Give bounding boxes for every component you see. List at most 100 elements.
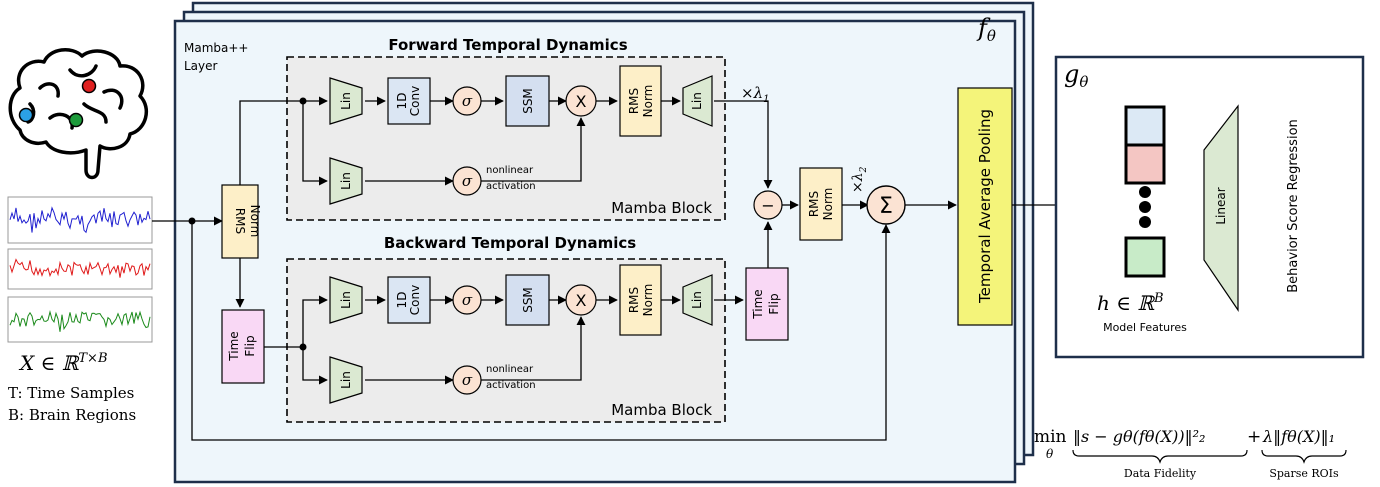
lin-forward-1: Lin <box>329 77 363 125</box>
svg-text:Lin: Lin <box>690 291 704 309</box>
svg-text:Linear: Linear <box>1214 187 1228 224</box>
svg-text:θ: θ <box>1046 447 1054 461</box>
feature-label: Model Features <box>1103 321 1187 334</box>
conv-backward: 1D Conv <box>387 276 431 324</box>
svg-text:σ: σ <box>462 291 473 309</box>
svg-text:Time: Time <box>751 289 765 319</box>
signal-green <box>9 310 151 332</box>
input-signals <box>7 196 153 343</box>
input-desc-time: T: Time Samples <box>8 384 134 402</box>
svg-text:X: X <box>576 92 587 111</box>
linear-layer: Linear <box>1203 104 1239 312</box>
rms-norm-backward: RMS Norm <box>619 264 662 336</box>
svg-text:Lin: Lin <box>339 172 353 190</box>
svg-text:SSM: SSM <box>521 287 535 313</box>
svg-text:Lin: Lin <box>339 291 353 309</box>
sum-node: Σ <box>866 185 906 225</box>
lin-forward-out: Lin <box>682 75 713 127</box>
svg-text:Conv: Conv <box>408 285 422 315</box>
svg-text:min: min <box>1034 427 1067 447</box>
regression-label: Behavior Score Regression <box>1286 119 1301 293</box>
nonlinear-label-forward-2: activation <box>486 181 536 192</box>
lin-backward-1: Lin <box>329 276 363 324</box>
feature-ellipsis-dot <box>1139 186 1151 198</box>
nonlinear-label-backward-1: nonlinear <box>486 364 534 375</box>
rms-norm-layer: RMS Norm <box>221 184 262 259</box>
forward-mamba-label: Mamba Block <box>611 199 712 217</box>
backward-mamba-label: Mamba Block <box>611 401 712 419</box>
svg-text:Norm: Norm <box>641 85 655 118</box>
nonlinear-label-forward-1: nonlinear <box>486 165 534 176</box>
svg-text:Flip: Flip <box>243 335 257 356</box>
feature-cell-red <box>1124 143 1166 185</box>
svg-text:+: + <box>1247 427 1261 447</box>
sigma-forward-1: σ <box>452 86 482 116</box>
time-flip-2: Time Flip <box>745 267 789 341</box>
feature-cell-blue <box>1124 105 1166 147</box>
lin-backward-out: Lin <box>682 274 713 326</box>
layer-label-line2: Layer <box>184 59 218 73</box>
svg-text:σ: σ <box>462 92 473 110</box>
svg-text:Σ: Σ <box>879 194 893 219</box>
svg-text:−: − <box>761 196 774 215</box>
objective-formula: min θ ‖s − gθ(fθ(X))‖²₂ + λ‖fθ(X)‖₁ Data… <box>1034 427 1347 480</box>
junction-dot <box>299 343 307 351</box>
svg-text:λ‖fθ(X)‖₁: λ‖fθ(X)‖₁ <box>1262 427 1335 446</box>
g-theta-label: gθ <box>1064 60 1088 91</box>
svg-text:Norm: Norm <box>248 205 262 238</box>
rms-norm-forward: RMS Norm <box>619 65 662 137</box>
time-flip-1: Time Flip <box>221 309 265 384</box>
svg-text:RMS: RMS <box>627 88 641 114</box>
feature-math: h ∈ ℝB <box>1097 291 1164 315</box>
sigma-backward-1: σ <box>452 285 482 315</box>
lambda2-label: ×λ2 <box>850 166 869 193</box>
svg-text:Conv: Conv <box>408 86 422 116</box>
brain-region-dot <box>68 112 84 128</box>
svg-text:σ: σ <box>462 172 473 190</box>
junction-dot <box>299 97 307 105</box>
input-math: X ∈ ℝT×B <box>18 351 108 375</box>
svg-text:RMS: RMS <box>627 287 641 313</box>
svg-text:1D: 1D <box>395 93 409 110</box>
temporal-average-pooling: Temporal Average Pooling <box>957 87 1013 326</box>
nonlinear-label-backward-2: activation <box>486 380 536 391</box>
svg-text:RMS: RMS <box>233 208 247 234</box>
svg-text:Lin: Lin <box>339 92 353 110</box>
forward-title: Forward Temporal Dynamics <box>388 36 627 54</box>
backward-title: Backward Temporal Dynamics <box>384 234 636 252</box>
signal-blue <box>9 206 151 234</box>
sigma-forward-2: σ <box>452 166 482 196</box>
feature-ellipsis-dot <box>1139 216 1151 228</box>
ssm-forward: SSM <box>505 75 550 127</box>
svg-text:Temporal Average Pooling: Temporal Average Pooling <box>976 109 994 304</box>
multiply-backward: X <box>565 284 597 316</box>
signal-red <box>9 258 151 278</box>
svg-text:Flip: Flip <box>767 293 781 314</box>
svg-text:Lin: Lin <box>339 371 353 389</box>
svg-text:Norm: Norm <box>821 188 835 221</box>
multiply-forward: X <box>565 85 597 117</box>
svg-text:SSM: SSM <box>521 88 535 114</box>
svg-text:Data Fidelity: Data Fidelity <box>1124 467 1197 480</box>
feature-ellipsis-dot <box>1139 201 1151 213</box>
lin-backward-2: Lin <box>329 356 363 404</box>
lin-forward-2: Lin <box>329 157 363 205</box>
conv-forward: 1D Conv <box>387 77 431 125</box>
brain-region-dot <box>18 107 34 123</box>
svg-text:Lin: Lin <box>690 92 704 110</box>
svg-text:Time: Time <box>227 331 241 361</box>
sigma-backward-2: σ <box>452 365 482 395</box>
rms-norm-merge: RMS Norm <box>799 167 843 241</box>
lambda1-label: ×λ1 <box>741 84 769 105</box>
ssm-backward: SSM <box>505 274 550 326</box>
feature-cell-green <box>1124 236 1166 278</box>
input-desc-regions: B: Brain Regions <box>8 406 136 424</box>
brain-icon <box>8 48 149 180</box>
subtract-node: − <box>753 190 783 220</box>
brain-region-dot <box>81 78 97 94</box>
svg-text:RMS: RMS <box>807 191 821 217</box>
svg-text:σ: σ <box>462 371 473 389</box>
svg-text:Sparse ROIs: Sparse ROIs <box>1269 467 1339 480</box>
layer-label-line1: Mamba++ <box>184 41 248 55</box>
svg-text:1D: 1D <box>395 292 409 309</box>
